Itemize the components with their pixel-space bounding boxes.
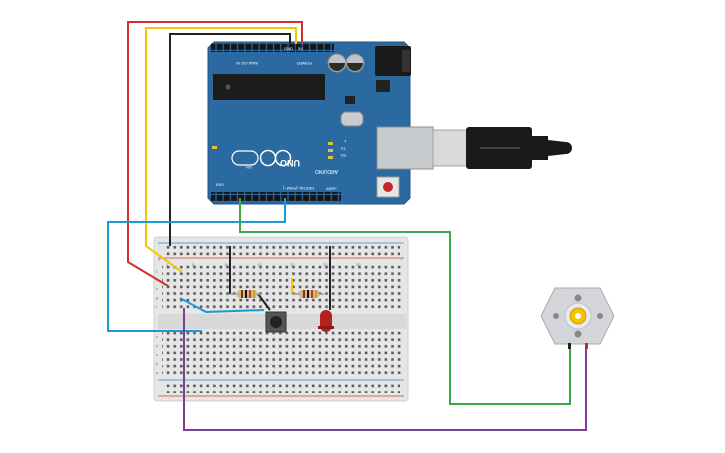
breadboard[interactable]: - + - + j i h g f e d c b a 1 5 10 15 20… (153, 236, 409, 402)
col-number-30: 30 (356, 262, 361, 267)
usb-port[interactable] (376, 126, 434, 170)
gnd-label: GND (284, 46, 293, 51)
wire-green[interactable] (239, 198, 571, 405)
brand-full-label: ARDUINO (315, 168, 338, 174)
col-number-1: 1 (166, 262, 169, 267)
power-analog-header[interactable] (211, 43, 299, 52)
arduino-uno-board[interactable]: UNO ARDUINO DIGITAL (PWM~) ON TX RX L AN… (207, 41, 434, 205)
row-letter-j: j (155, 268, 157, 273)
power-header[interactable] (290, 43, 334, 52)
row-letter-a: a (156, 370, 159, 375)
wire-red[interactable] (127, 21, 303, 287)
row-letter-h: h (156, 286, 158, 291)
col-number-25: 25 (323, 262, 328, 267)
row-letter-f: f (156, 304, 158, 309)
crystal (340, 111, 364, 127)
wire-yellow[interactable] (145, 27, 297, 273)
resistor-icon[interactable] (230, 290, 262, 298)
power-label: POWER (297, 61, 312, 66)
resistor-icon-2[interactable] (292, 290, 324, 298)
digital-header-label: DIGITAL (PWM~) (282, 186, 314, 191)
wire-black-jumper-3[interactable] (257, 293, 271, 311)
dc-motor-icon[interactable] (540, 287, 615, 349)
pushbutton-icon[interactable] (265, 311, 287, 333)
atmega-chip (213, 74, 325, 100)
led-icon[interactable] (318, 310, 334, 332)
rx-label: RX (340, 153, 346, 158)
aref-label: AREF (326, 186, 337, 191)
row-letter-b: b (156, 361, 159, 366)
brand-label: UNO (280, 158, 300, 168)
five-v-label: 5V (298, 46, 303, 51)
wire-blue[interactable] (107, 198, 286, 332)
wire-blue-2[interactable] (179, 297, 265, 314)
row-letter-g: g (156, 295, 158, 300)
svg-text:+: + (400, 257, 403, 262)
digital-header[interactable] (211, 192, 341, 201)
col-number-5: 5 (192, 262, 195, 267)
col-number-10: 10 (224, 262, 229, 267)
col-number-20: 20 (290, 262, 295, 267)
col-number-15: 15 (257, 262, 262, 267)
rx0-label: RX0 (216, 182, 225, 187)
svg-text:-: - (400, 242, 402, 247)
usb-cable-icon[interactable] (432, 127, 572, 169)
l-label: L (343, 139, 346, 144)
svg-text:+: + (158, 257, 161, 262)
row-letter-c: c (156, 352, 158, 357)
row-letter-d: d (156, 343, 158, 348)
svg-text:-: - (158, 242, 160, 247)
on-label: ON (246, 165, 252, 170)
analog-in-label: ANALOG IN (236, 61, 258, 66)
wire-black[interactable] (169, 33, 291, 246)
tx-label: TX (341, 146, 346, 151)
wire-purple[interactable] (183, 308, 587, 431)
row-letter-e: e (156, 334, 159, 339)
